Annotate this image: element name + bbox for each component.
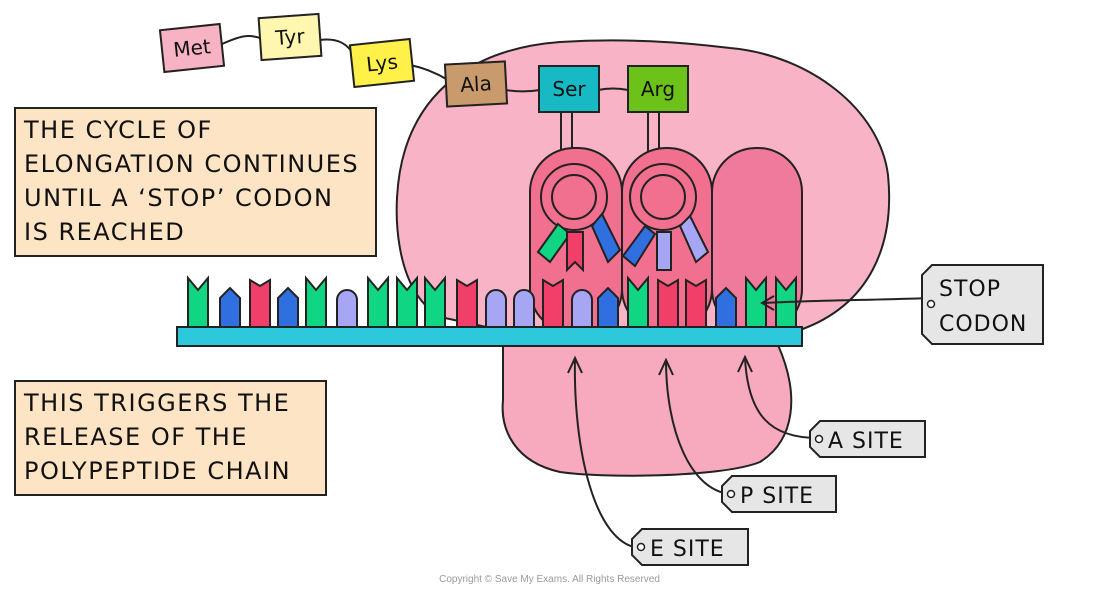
anticodon-lavender bbox=[656, 231, 672, 271]
mrna-base bbox=[367, 275, 389, 329]
amino-acid-label-ala: Ala bbox=[460, 71, 493, 97]
mrna-base bbox=[542, 278, 564, 329]
p-site-tag: P SITE bbox=[721, 475, 837, 513]
a-site-arrowhead bbox=[737, 354, 753, 373]
copyright-notice: Copyright © Save My Exams. All Rights Re… bbox=[439, 574, 660, 585]
stop-codon-label-line1: STOP bbox=[939, 277, 1001, 302]
p-site-pointer bbox=[665, 359, 731, 495]
mrna-base bbox=[513, 289, 535, 329]
amino-acid-lys: Lys bbox=[348, 37, 416, 89]
p-site-label: P SITE bbox=[740, 484, 814, 509]
e-site-pointer bbox=[573, 357, 641, 549]
e-site-tag: E SITE bbox=[631, 528, 749, 566]
p-site-arrowhead bbox=[658, 357, 674, 376]
trna-loop-arg-inner bbox=[640, 174, 686, 220]
mrna-base bbox=[336, 289, 358, 329]
e-site-arrowhead bbox=[567, 355, 583, 374]
anticodon-blue bbox=[590, 212, 622, 264]
mrna-base bbox=[571, 289, 593, 329]
mrna-strand bbox=[176, 326, 803, 347]
amino-acid-met: Met bbox=[158, 22, 226, 74]
stop-codon-arrowhead bbox=[760, 295, 775, 311]
anticodon-red bbox=[566, 231, 584, 273]
a-site-label: A SITE bbox=[828, 429, 904, 454]
stop-codon-pointer bbox=[761, 297, 931, 304]
anticodon-green bbox=[536, 222, 572, 264]
note-polypeptide-release: THIS TRIGGERS THE RELEASE OF THE POLYPEP… bbox=[14, 380, 327, 496]
a-site-pointer bbox=[744, 357, 819, 439]
anticodon-blue-2 bbox=[621, 224, 657, 268]
a-site-tag: A SITE bbox=[809, 420, 926, 458]
amino-acid-label-ser: Ser bbox=[552, 77, 586, 101]
amino-acid-label-tyr: Tyr bbox=[274, 24, 307, 50]
trna-loop-ser bbox=[540, 163, 608, 231]
amino-acid-ser: Ser bbox=[538, 65, 600, 113]
anticodon-lavender-2 bbox=[678, 214, 710, 264]
stop-codon-tag: STOP CODON bbox=[921, 264, 1044, 345]
mrna-base bbox=[219, 286, 241, 329]
mrna-base bbox=[456, 278, 478, 329]
mrna-base bbox=[685, 278, 707, 329]
stop-codon-label-line2: CODON bbox=[939, 312, 1027, 337]
peptide-bond-1 bbox=[221, 35, 261, 45]
mrna-base bbox=[597, 286, 619, 329]
amino-acid-arg: Arg bbox=[627, 65, 689, 113]
amino-acid-label-arg: Arg bbox=[641, 77, 675, 101]
trna-loop-arg bbox=[629, 163, 697, 231]
mrna-base bbox=[305, 275, 327, 329]
e-site-label: E SITE bbox=[650, 537, 725, 562]
note-elongation-cycle: THE CYCLE OF ELONGATION CONTINUES UNTIL … bbox=[14, 107, 377, 257]
amino-acid-label-met: Met bbox=[172, 34, 212, 62]
trna-loop-ser-inner bbox=[551, 174, 597, 220]
mrna-base bbox=[396, 275, 418, 329]
amino-acid-ala: Ala bbox=[443, 60, 509, 108]
peptide-bond-3 bbox=[409, 64, 449, 81]
mrna-base bbox=[485, 289, 507, 329]
amino-acid-label-lys: Lys bbox=[365, 49, 399, 76]
mrna-base bbox=[249, 278, 271, 329]
mrna-base bbox=[277, 286, 299, 329]
peptide-bond-5 bbox=[597, 87, 629, 91]
amino-acid-tyr: Tyr bbox=[257, 12, 323, 62]
peptide-bond-2 bbox=[319, 38, 353, 53]
mrna-base bbox=[715, 286, 737, 329]
peptide-bond-4 bbox=[504, 89, 541, 93]
mrna-base bbox=[657, 278, 679, 329]
mrna-base bbox=[187, 275, 209, 329]
